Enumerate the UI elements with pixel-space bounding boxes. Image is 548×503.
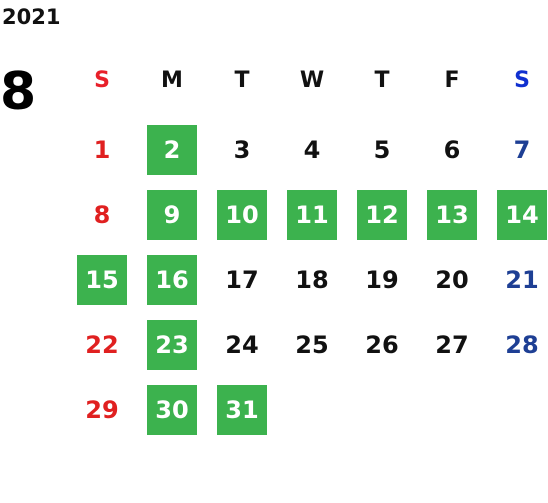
weekday-thursday: T <box>374 68 390 93</box>
day-cell-28[interactable]: 28 <box>505 331 539 359</box>
day-cell-6[interactable]: 6 <box>443 136 461 164</box>
day-cell-21[interactable]: 21 <box>505 266 539 294</box>
weekday-header: S M T W T F S <box>77 62 547 100</box>
day-cell-20[interactable]: 20 <box>435 266 469 294</box>
day-cell-11[interactable]: 11 <box>287 190 337 240</box>
day-cell-3[interactable]: 3 <box>233 136 251 164</box>
day-cell-25[interactable]: 25 <box>295 331 329 359</box>
day-cell-17[interactable]: 17 <box>225 266 259 294</box>
day-cell-16[interactable]: 16 <box>147 255 197 305</box>
day-cell-26[interactable]: 26 <box>365 331 399 359</box>
weekday-monday: M <box>161 68 183 93</box>
weekday-saturday: S <box>514 68 530 93</box>
weekday-friday: F <box>444 68 460 93</box>
day-cell-27[interactable]: 27 <box>435 331 469 359</box>
weekday-wednesday: W <box>299 68 325 93</box>
day-cell-29[interactable]: 29 <box>85 396 119 424</box>
weekday-tuesday: T <box>234 68 250 93</box>
day-cell-2[interactable]: 2 <box>147 125 197 175</box>
day-cell-1[interactable]: 1 <box>93 136 111 164</box>
day-cell-14[interactable]: 14 <box>497 190 547 240</box>
weekday-sunday: S <box>94 68 110 93</box>
day-cell-10[interactable]: 10 <box>217 190 267 240</box>
day-cell-15[interactable]: 15 <box>77 255 127 305</box>
day-cell-23[interactable]: 23 <box>147 320 197 370</box>
month-number: 8 <box>0 62 37 122</box>
day-cell-9[interactable]: 9 <box>147 190 197 240</box>
year-label: 2021 <box>2 5 61 29</box>
day-cell-4[interactable]: 4 <box>303 136 321 164</box>
day-cell-12[interactable]: 12 <box>357 190 407 240</box>
day-cell-13[interactable]: 13 <box>427 190 477 240</box>
day-cell-30[interactable]: 30 <box>147 385 197 435</box>
day-cell-7[interactable]: 7 <box>513 136 531 164</box>
day-cell-22[interactable]: 22 <box>85 331 119 359</box>
day-cell-18[interactable]: 18 <box>295 266 329 294</box>
day-cell-31[interactable]: 31 <box>217 385 267 435</box>
day-cell-24[interactable]: 24 <box>225 331 259 359</box>
day-cell-19[interactable]: 19 <box>365 266 399 294</box>
day-cell-5[interactable]: 5 <box>373 136 391 164</box>
day-cell-8[interactable]: 8 <box>93 201 111 229</box>
